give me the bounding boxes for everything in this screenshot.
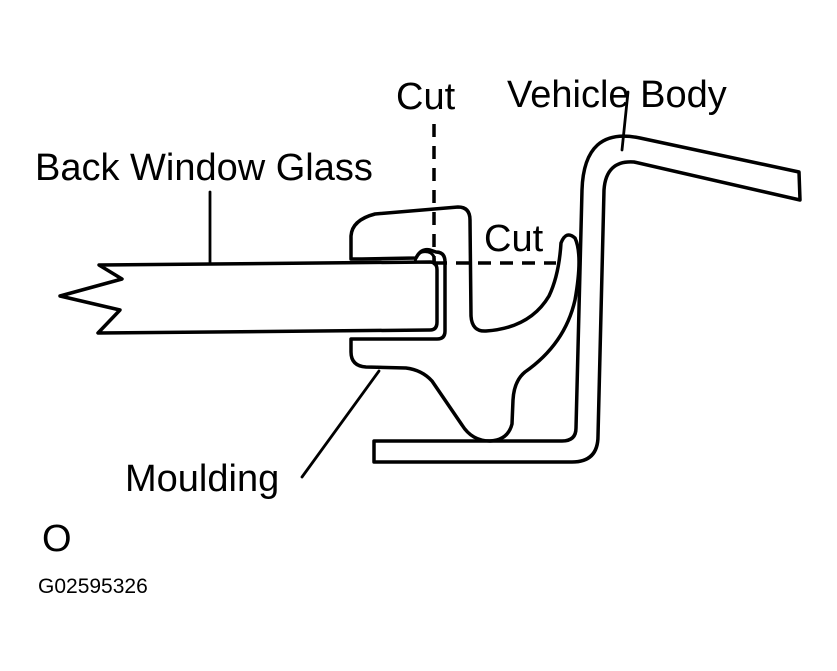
figure-code-label: G02595326 [38,575,148,598]
cut-vertical-label: Cut [396,76,456,118]
cut-horizontal-label: Cut [484,218,544,260]
moulding-leader [300,369,381,479]
vehicle-body-panel [372,134,802,464]
marker-label: O [42,518,72,560]
back-window-glass-label: Back Window Glass [35,147,373,189]
back-window-glass-shape [58,260,439,335]
vehicle-body-leader [620,90,630,152]
moulding-shape [349,205,581,443]
vehicle-body-label: Vehicle Body [507,74,727,116]
moulding-label: Moulding [125,458,279,500]
